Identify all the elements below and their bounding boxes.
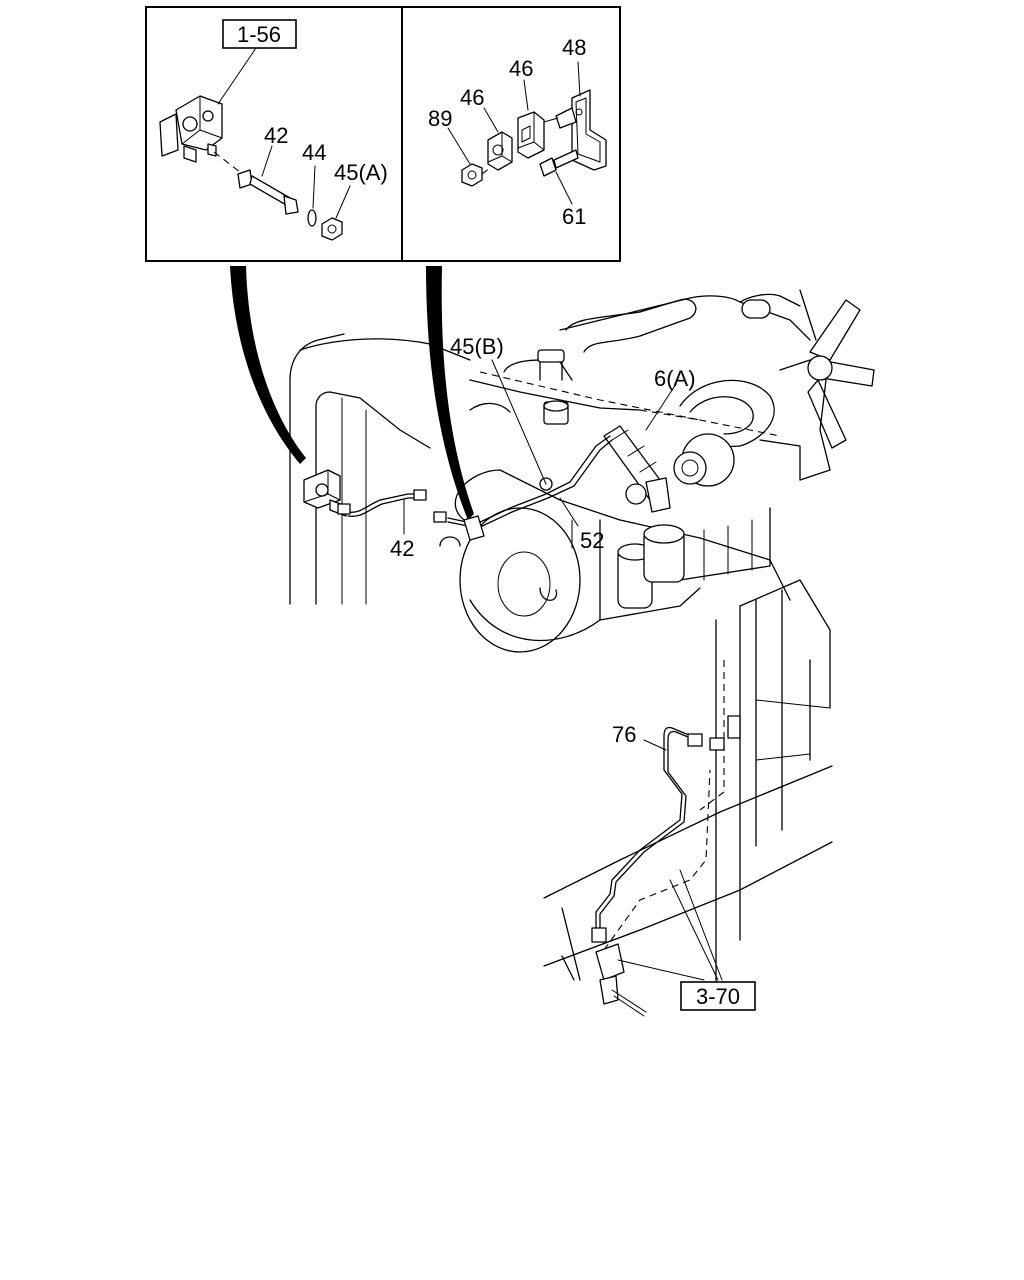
label-44-inset: 44: [302, 140, 326, 165]
label-42-main: 42: [390, 536, 414, 561]
callout-arrow-left: [230, 266, 306, 464]
pipe-76: [591, 715, 741, 943]
svg-text:3-70: 3-70: [696, 984, 740, 1009]
label-76: 76: [612, 722, 636, 747]
lower-valve-3-70: [595, 869, 723, 1017]
inset-right-clamp-46b: [483, 107, 513, 171]
brake-valve-6a: [603, 383, 677, 513]
label-48: 48: [562, 35, 586, 60]
label-46-upper: 46: [509, 56, 533, 81]
label-46-lower: 46: [460, 85, 484, 110]
engine-block: [439, 289, 875, 653]
inset-right-nut-89: [447, 127, 491, 187]
inset-left-bolt-42: [237, 145, 299, 215]
label-52: 52: [580, 528, 604, 553]
inset-right-bolt-upper: [543, 107, 577, 129]
ref-box-3-70[interactable]: 3-70: [680, 981, 756, 1011]
chassis-lower-rails: [543, 579, 833, 997]
label-42-inset: 42: [264, 123, 288, 148]
ref-box-1-56[interactable]: 1-56: [222, 19, 297, 49]
callout-arrow-right: [426, 266, 474, 520]
svg-text:1-56: 1-56: [237, 22, 281, 47]
pipe-42-main: [337, 489, 447, 535]
label-89: 89: [428, 106, 452, 131]
inset-right-bolt-61: [539, 149, 579, 205]
chassis-rail-left: [289, 333, 471, 605]
label-61: 61: [562, 204, 586, 229]
pipe-52: [447, 359, 613, 549]
label-6a: 6(A): [654, 366, 696, 391]
label-45b: 45(B): [450, 334, 504, 359]
inset-right-clamp-46a: [517, 79, 545, 159]
label-45a-inset: 45(A): [334, 160, 388, 185]
inset-left-valve: [159, 47, 257, 173]
inset-left-nut-45a: [321, 185, 351, 241]
inset-right-bracket-48: [571, 61, 607, 171]
inset-left-washer-44: [307, 165, 317, 227]
